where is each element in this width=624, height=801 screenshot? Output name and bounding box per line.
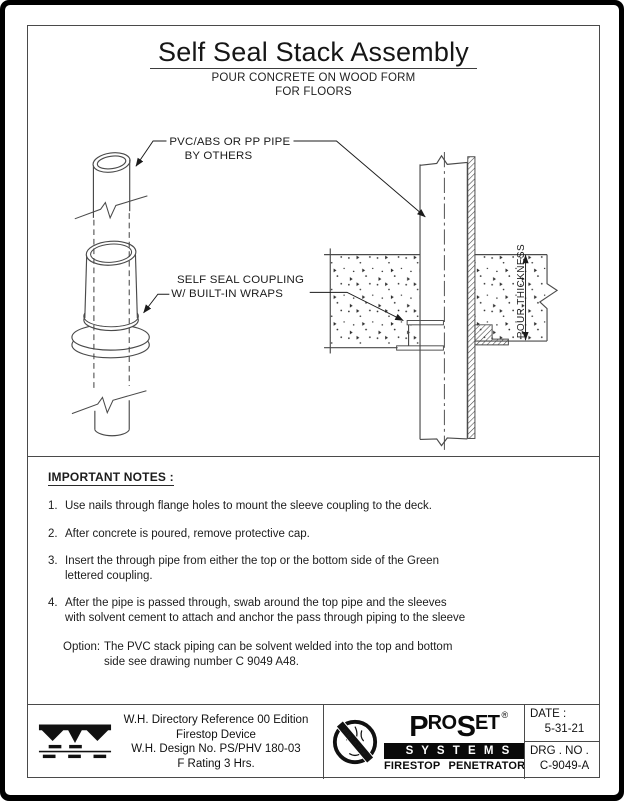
pipe-callout-line-2: BY OTHERS: [185, 150, 253, 162]
floor-section-view: POUR THICKNESS: [324, 151, 559, 450]
note-item-3: 3. Insert the through pipe from either t…: [48, 554, 588, 583]
assembly-drawing: POUR THICKNESS PVC/ABS OR PP PIPE BY OTH…: [71, 136, 559, 450]
option-text: The PVC stack piping can be solvent weld…: [104, 641, 453, 653]
note-text: with solvent cement to attach and anchor…: [65, 611, 466, 624]
pour-thickness-label: POUR THICKNESS: [516, 244, 527, 338]
brand-cell: FIRESTOP P RO S ET ® S Y S T E M S FIRES…: [323, 705, 524, 779]
subtitle-line-1: POUR CONCRETE ON WOOD FORM: [211, 72, 416, 84]
option-note: Option: The PVC stack piping can be solv…: [63, 640, 588, 669]
notes-heading: IMPORTANT NOTES :: [48, 470, 174, 486]
note-number: 1.: [48, 500, 58, 512]
wordmark-part: S: [456, 710, 476, 743]
note-text: Insert the through pipe from either the …: [65, 555, 439, 567]
wordmark-part: P: [409, 710, 428, 743]
coupling-callout-line-2: W/ BUILT-IN WRAPS: [171, 288, 283, 300]
drawing-border-frame: Self Seal Stack Assembly POUR CONCRETE O…: [27, 25, 600, 779]
pipe-callout-line-1: PVC/ABS OR PP PIPE: [169, 136, 290, 148]
no-fire-badge-icon: FIRESTOP: [332, 719, 378, 765]
note-number: 2.: [48, 527, 58, 540]
pour-thickness-dimension: POUR THICKNESS: [516, 244, 529, 341]
drawing-page: Self Seal Stack Assembly POUR CONCRETE O…: [5, 5, 619, 795]
wordmark-part: ET: [474, 712, 500, 734]
page-subtitle: POUR CONCRETE ON WOOD FORM FOR FLOORS: [28, 72, 599, 99]
warnock-hersey-logo-icon: [38, 724, 112, 759]
pipe-break-symbols: [71, 195, 148, 415]
note-number: 3.: [48, 555, 58, 567]
proset-logo: P RO S ET ® S Y S T E M S FIRESTOP PENET…: [384, 709, 524, 772]
drg-value: C-9049-A: [539, 760, 590, 772]
leader-lines: [135, 140, 426, 321]
brand-tagline: FIRESTOP PENETRATOR™: [384, 760, 524, 772]
systems-bar: S Y S T E M S: [384, 742, 524, 759]
note-number: 4.: [48, 597, 58, 609]
cert-line-1: W.H. Directory Reference 00 Edition: [123, 714, 309, 726]
certification-text: W.H. Directory Reference 00 Edition Fire…: [113, 713, 323, 771]
drg-label: DRG . NO .: [530, 745, 589, 757]
cert-line-2: Firestop Device: [176, 728, 256, 741]
option-text: side see drawing number C 9049 A48.: [104, 655, 299, 668]
self-seal-coupling-body: [84, 240, 138, 327]
note-text: lettered coupling.: [65, 569, 153, 582]
note-text: Use nails through flange holes to mount …: [65, 500, 432, 512]
date-field: DATE : 5-31-21: [525, 705, 599, 742]
cert-line-3: W.H. Design No. PS/PHV 180-03: [131, 743, 301, 755]
note-item-4: 4. After the pipe is passed through, swa…: [48, 596, 588, 625]
notes-divider-line: [28, 456, 599, 457]
coupling-callout-line-1: SELF SEAL COUPLING: [177, 274, 304, 286]
wordmark-part: RO: [427, 712, 458, 734]
section-linework: [324, 154, 559, 447]
concrete-slab-left: [330, 254, 420, 348]
notes-section: IMPORTANT NOTES : 1. Use nails through f…: [48, 470, 588, 669]
title-block: W.H. Directory Reference 00 Edition Fire…: [28, 704, 599, 779]
page-title: Self Seal Stack Assembly: [150, 37, 477, 69]
hidden-pipe-lines: [93, 213, 130, 389]
note-text: After concrete is poured, remove protect…: [65, 527, 310, 540]
sleeve-step-flange: [474, 324, 509, 346]
certification-cell: W.H. Directory Reference 00 Edition Fire…: [28, 705, 323, 779]
date-label: DATE :: [530, 708, 567, 720]
note-item-1: 1. Use nails through flange holes to mou…: [48, 499, 588, 514]
sleeve-hatched-wall: [467, 156, 476, 439]
proset-wordmark: P RO S ET ®: [384, 709, 524, 743]
date-drg-cell: DATE : 5-31-21 DRG . NO . C-9049-A: [524, 705, 599, 779]
upper-pipe: [92, 152, 131, 218]
drawing-number-field: DRG . NO . C-9049-A: [525, 742, 599, 779]
sheet-header: Self Seal Stack Assembly POUR CONCRETE O…: [28, 37, 599, 99]
date-value: 5-31-21: [544, 723, 585, 735]
stack-assembly-isometric: [71, 152, 150, 437]
registered-mark: ®: [501, 709, 509, 720]
note-item-2: 2. After concrete is poured, remove prot…: [48, 527, 588, 542]
note-text: After the pipe is passed through, swab a…: [65, 597, 447, 609]
callouts: PVC/ABS OR PP PIPE BY OTHERS SELF SEAL C…: [135, 136, 426, 321]
tagline-text: FIRESTOP PENETRATOR: [384, 759, 524, 772]
subtitle-line-2: FOR FLOORS: [275, 85, 352, 98]
option-label: Option:: [63, 641, 101, 653]
lower-pipe: [94, 400, 130, 437]
cert-line-4: F Rating 3 Hrs.: [177, 757, 255, 770]
